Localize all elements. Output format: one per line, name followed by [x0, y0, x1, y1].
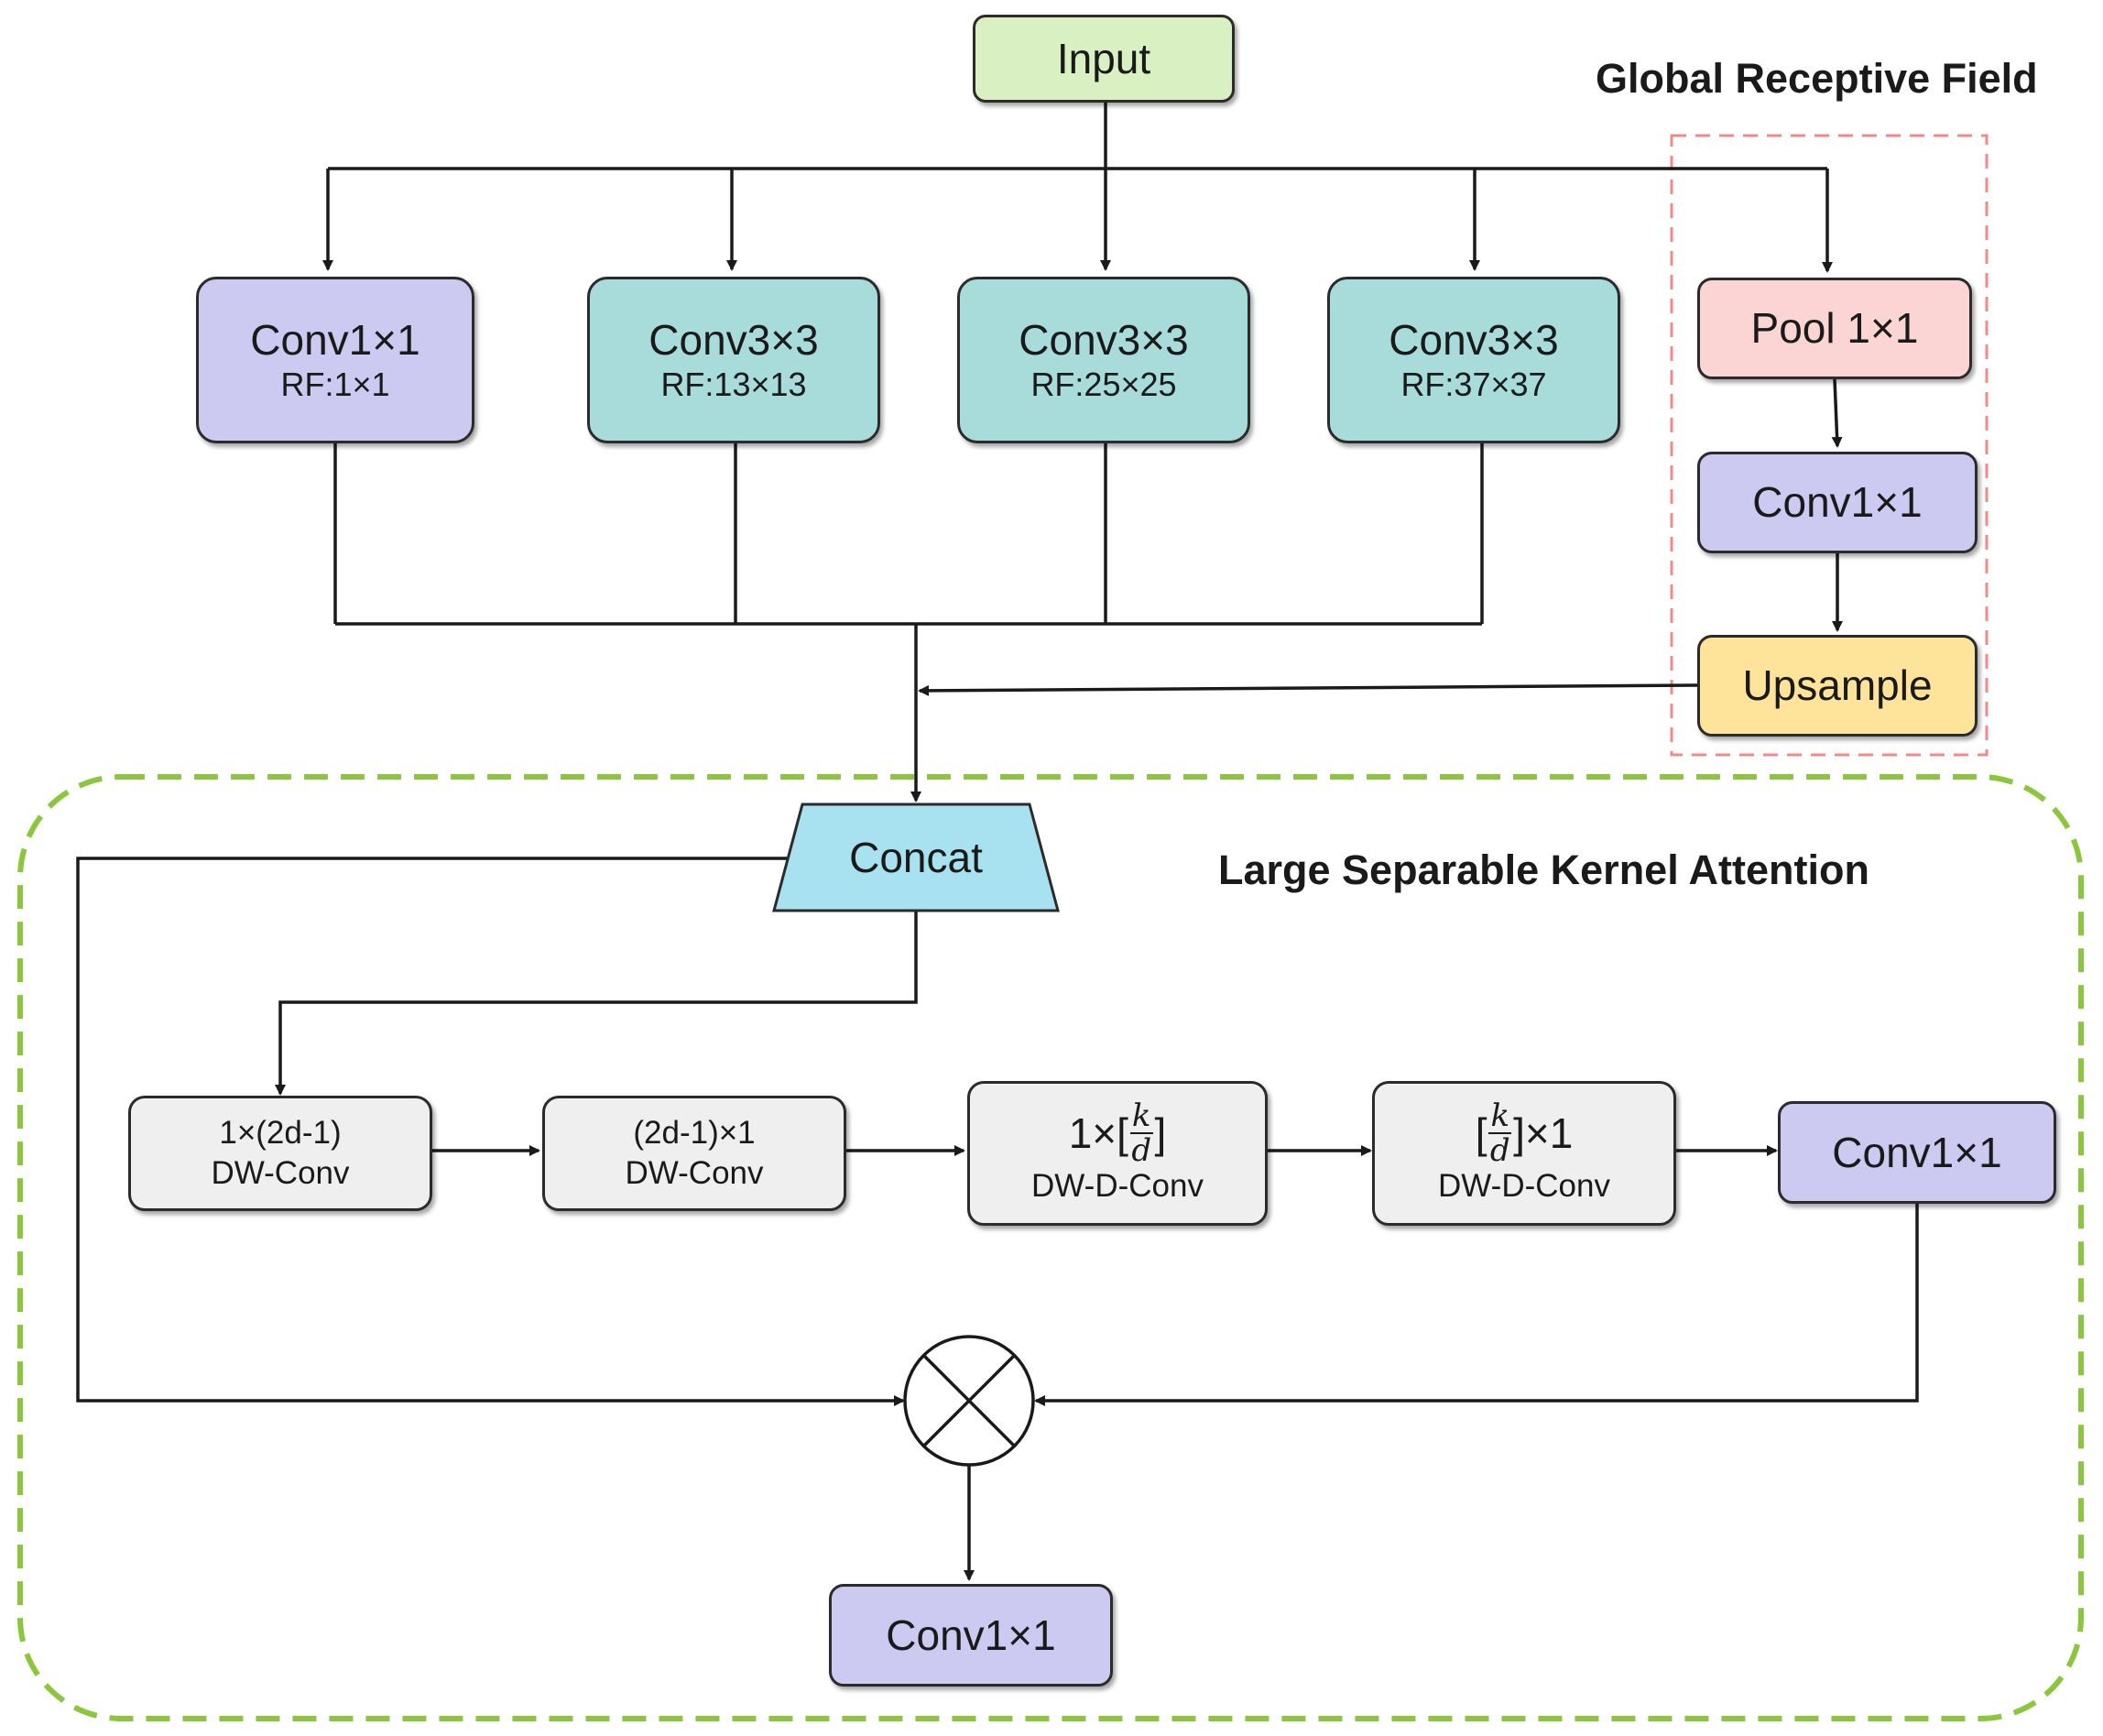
lska-region: [17, 774, 2084, 1721]
branch-conv-3: Conv3×3 RF:25×25: [957, 277, 1250, 443]
input-label: Input: [1056, 34, 1151, 82]
dw-d-conv-1-suffix: ]: [1154, 1109, 1167, 1158]
branch-4-op: Conv3×3: [1389, 315, 1559, 364]
dw-d-conv-2-prefix: [: [1475, 1109, 1487, 1158]
wire-conv-to-multiply: [1034, 1204, 1919, 1406]
concat-shape: [772, 802, 1060, 912]
dw-conv-vertical: (2d-1)×1 DW-Conv: [542, 1096, 846, 1211]
dw-d-conv-1-numerator: k: [1129, 1097, 1153, 1135]
dw-conv-2-kernel: (2d-1)×1: [633, 1115, 756, 1152]
branch-3-op: Conv3×3: [1019, 315, 1189, 364]
upsample-label: Upsample: [1742, 661, 1933, 710]
dw-conv-1-type: DW-Conv: [211, 1155, 350, 1191]
branch-conv-2: Conv3×3 RF:13×13: [587, 277, 880, 443]
branch-4-rf: RF:37×37: [1400, 365, 1547, 403]
global-receptive-field-region: [1670, 134, 1989, 757]
wire-concat-skip: [76, 857, 905, 1406]
wire-pool-conv: [1831, 378, 1843, 448]
dw-conv-horizontal: 1×(2d-1) DW-Conv: [128, 1096, 432, 1211]
global-receptive-field-label: Global Receptive Field: [1596, 55, 2038, 102]
wire-upsample-merge: [918, 683, 1698, 696]
dw-d-conv-horizontal: 1×[ k d ] DW-D-Conv: [967, 1081, 1268, 1226]
dw-d-conv-2-suffix: ]×1: [1513, 1109, 1574, 1158]
concat-label: Concat: [849, 834, 983, 881]
lska-label: Large Separable Kernel Attention: [1218, 846, 1869, 893]
dw-d-conv-vertical: [ k d ]×1 DW-D-Conv: [1372, 1081, 1676, 1226]
dw-conv-1-kernel: 1×(2d-1): [219, 1115, 342, 1152]
branch-conv-1: Conv1×1 RF:1×1: [196, 277, 474, 443]
pool-label: Pool 1×1: [1750, 304, 1919, 353]
branch-conv-4: Conv3×3 RF:37×37: [1327, 277, 1620, 443]
dw-conv-2-type: DW-Conv: [625, 1155, 764, 1191]
branch-1-rf: RF:1×1: [280, 365, 390, 403]
dw-d-conv-1-prefix: 1×[: [1068, 1109, 1128, 1158]
branch-2-op: Conv3×3: [648, 315, 819, 364]
upsample-node: Upsample: [1697, 635, 1978, 737]
output-conv-label: Conv1×1: [886, 1610, 1056, 1659]
dw-d-conv-2-denominator: d: [1489, 1132, 1510, 1170]
dw-d-conv-2-kernel: [ k d ]×1: [1476, 1100, 1574, 1166]
dw-d-conv-1-type: DW-D-Conv: [1031, 1168, 1204, 1205]
lska-conv-node: Conv1×1: [1778, 1101, 2056, 1204]
output-conv-node: Conv1×1: [829, 1584, 1113, 1687]
pool-node: Pool 1×1: [1697, 278, 1972, 379]
global-conv-node: Conv1×1: [1697, 452, 1978, 553]
global-conv-label: Conv1×1: [1752, 478, 1923, 527]
dw-d-conv-2-type: DW-D-Conv: [1438, 1168, 1610, 1205]
dw-d-conv-1-fraction: k d: [1129, 1097, 1153, 1170]
input-node: Input: [973, 15, 1235, 103]
multiply-icon: [903, 1335, 1035, 1467]
dw-d-conv-2-fraction: k d: [1488, 1097, 1512, 1170]
dw-d-conv-2-numerator: k: [1488, 1097, 1512, 1135]
wire-concat-to-dw1: [275, 911, 918, 1096]
dw-d-conv-1-denominator: d: [1131, 1132, 1152, 1170]
branch-2-rf: RF:13×13: [660, 365, 807, 403]
dw-d-conv-1-kernel: 1×[ k d ]: [1069, 1100, 1167, 1166]
branch-3-rf: RF:25×25: [1030, 365, 1177, 403]
lska-conv-label: Conv1×1: [1832, 1128, 2002, 1176]
branch-1-op: Conv1×1: [250, 315, 420, 364]
